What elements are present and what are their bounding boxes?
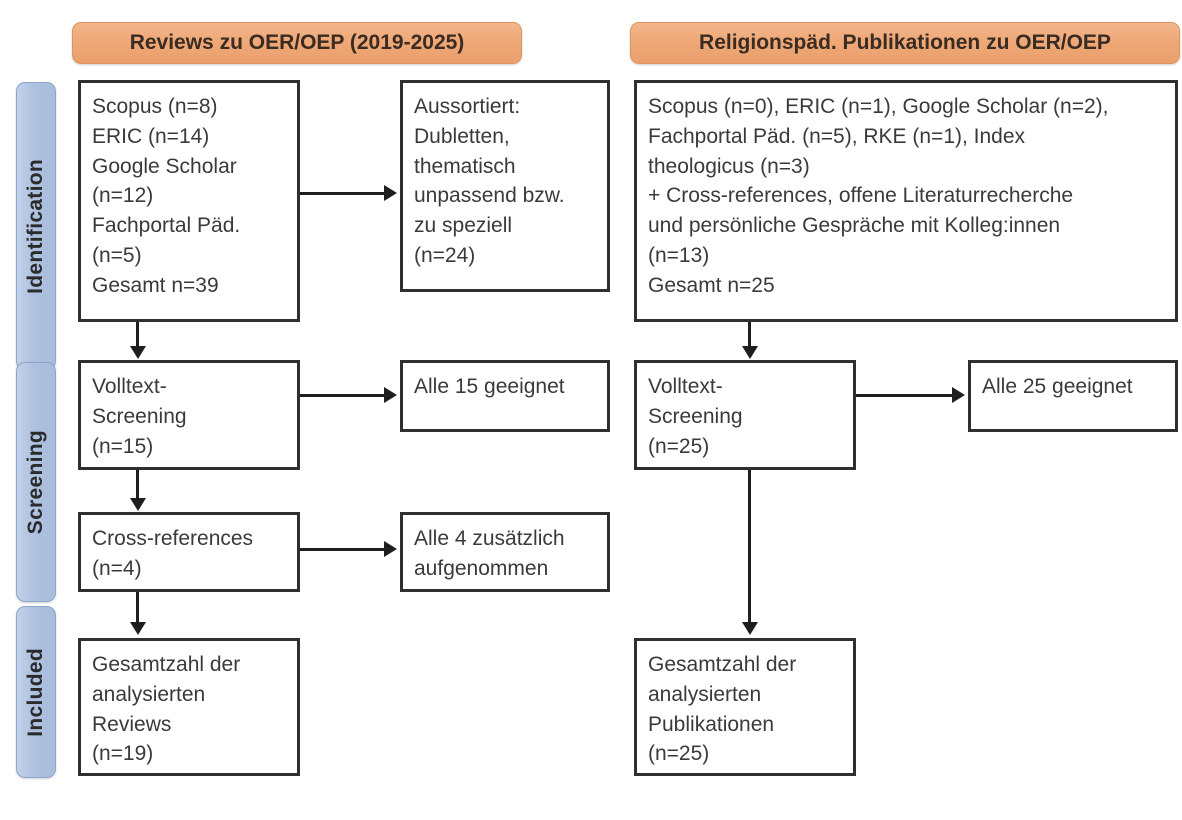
connector-right-identification-to-screening [748,322,751,346]
box-left-identification: Scopus (n=8) ERIC (n=14) Google Scholar … [78,80,300,322]
box-line: unpassend bzw. [414,184,565,208]
box-line: Fachportal Päd. [92,214,241,238]
box-line: Gesamtzahl der [92,653,241,676]
box-left-excluded: Aussortiert: Dubletten, thematisch unpas… [400,80,610,292]
box-line: Scopus (n=0), ERIC (n=1), Google Scholar… [648,95,1109,118]
stage-tab-included: Included [16,606,56,778]
box-line: Scopus (n=8) [92,95,218,118]
box-line: Reviews [92,712,172,736]
arrowhead-right-identification-to-screening [742,346,758,359]
box-line: analysierten [648,682,762,706]
arrowhead-right-screening-to-included [742,622,758,635]
arrowhead-left-crossrefs-to-included [130,622,146,635]
box-line: Alle 15 geeignet [414,375,565,398]
box-right-screening-result: Alle 25 geeignet [968,360,1178,432]
box-line: Gesamt n=25 [648,273,775,297]
stage-tab-identification-label: Identification [24,158,47,294]
box-line: zu speziell [414,214,513,238]
box-line: Screening [648,404,743,428]
box-line: Aussortiert: [414,95,521,118]
stage-tab-screening-label: Screening [24,429,47,535]
box-line: Volltext- [92,375,167,398]
stage-tab-screening: Screening [16,362,56,602]
connector-left-identification-to-screening [136,322,139,346]
box-line: und persönliche Gespräche mit Kolleg:inn… [648,214,1061,238]
arrowhead-left-crossrefs-to-result [384,541,397,557]
box-line: Gesamt n=39 [92,273,219,297]
box-line: aufgenommen [414,556,549,580]
box-line: (n=19) [92,742,154,766]
box-line: Volltext- [648,375,723,398]
column-header-reviews: Reviews zu OER/OEP (2019-2025) [72,22,522,64]
box-left-screening-result: Alle 15 geeignet [400,360,610,432]
connector-right-screening-to-result [856,394,952,397]
box-right-screening: Volltext- Screening (n=25) [634,360,856,470]
box-right-identification: Scopus (n=0), ERIC (n=1), Google Scholar… [634,80,1178,322]
column-header-religionspaed-label: Religionspäd. Publikationen zu OER/OEP [699,31,1111,54]
arrowhead-left-identification-to-excluded [384,185,397,201]
arrowhead-left-identification-to-screening [130,346,146,359]
box-left-crossrefs-result: Alle 4 zusätzlich aufgenommen [400,512,610,592]
box-line: (n=12) [92,184,154,208]
arrowhead-left-screening-to-crossrefs [130,498,146,511]
connector-left-identification-to-excluded [300,192,384,195]
stage-tab-identification: Identification [16,82,56,370]
box-left-included: Gesamtzahl der analysierten Reviews (n=1… [78,638,300,776]
box-line: (n=15) [92,434,154,458]
connector-left-screening-to-result [300,394,384,397]
box-line: ERIC (n=14) [92,124,210,148]
box-line: (n=4) [92,556,142,580]
box-line: Alle 4 zusätzlich [414,527,565,550]
box-line: Screening [92,404,187,428]
connector-left-crossrefs-to-included [136,592,139,622]
box-line: Cross-references [92,527,254,550]
box-line: Alle 25 geeignet [982,375,1133,398]
box-line: (n=24) [414,244,476,268]
column-header-religionspaed: Religionspäd. Publikationen zu OER/OEP [630,22,1180,64]
box-line: (n=5) [92,244,142,268]
box-line: thematisch [414,154,516,178]
arrowhead-left-screening-to-result [384,387,397,403]
connector-right-screening-to-included [748,470,751,622]
box-right-included: Gesamtzahl der analysierten Publikatione… [634,638,856,776]
column-header-reviews-label: Reviews zu OER/OEP (2019-2025) [129,31,465,54]
connector-left-screening-to-crossrefs [136,470,139,498]
box-line: Gesamtzahl der [648,653,797,676]
box-left-crossrefs: Cross-references (n=4) [78,512,300,592]
box-line: (n=13) [648,244,710,268]
arrowhead-right-screening-to-result [952,387,965,403]
box-line: + Cross-references, offene Literaturrech… [648,184,1074,208]
connector-left-crossrefs-to-result [300,548,384,551]
box-line: Fachportal Päd. (n=5), RKE (n=1), Index [648,124,1026,148]
box-line: Dubletten, [414,124,510,148]
box-line: Google Scholar [92,154,237,178]
box-line: analysierten [92,682,206,706]
box-line: Publikationen [648,712,775,736]
box-left-screening: Volltext- Screening (n=15) [78,360,300,470]
stage-tab-included-label: Included [24,647,47,737]
box-line: theologicus (n=3) [648,154,810,178]
box-line: (n=25) [648,742,710,766]
box-line: (n=25) [648,434,710,458]
